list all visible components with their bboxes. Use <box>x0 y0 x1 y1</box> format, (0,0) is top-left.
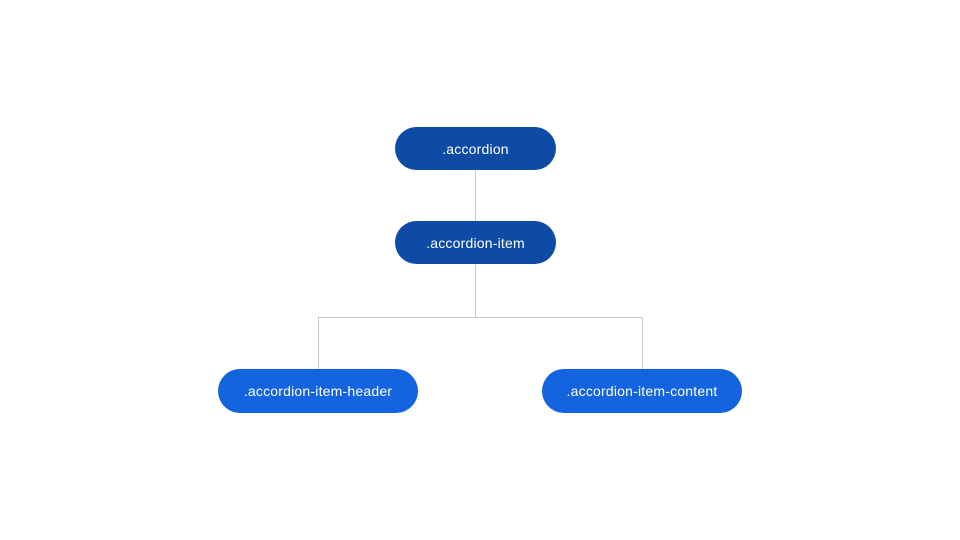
node-accordion-item-content: .accordion-item-content <box>542 369 742 413</box>
node-accordion-item: .accordion-item <box>395 221 556 264</box>
connector-accordion-to-item <box>475 170 476 222</box>
connector-branch-horizontal <box>318 317 643 318</box>
node-accordion: .accordion <box>395 127 556 170</box>
node-accordion-item-label: .accordion-item <box>426 234 525 251</box>
connector-branch-to-content <box>642 318 643 369</box>
node-accordion-item-header-label: .accordion-item-header <box>243 383 393 399</box>
connector-branch-to-header <box>318 318 319 369</box>
node-accordion-item-content-label: .accordion-item-content <box>566 383 718 399</box>
connector-item-to-branch <box>475 264 476 318</box>
node-accordion-item-header: .accordion-item-header <box>218 369 418 413</box>
node-accordion-label: .accordion <box>442 140 509 157</box>
